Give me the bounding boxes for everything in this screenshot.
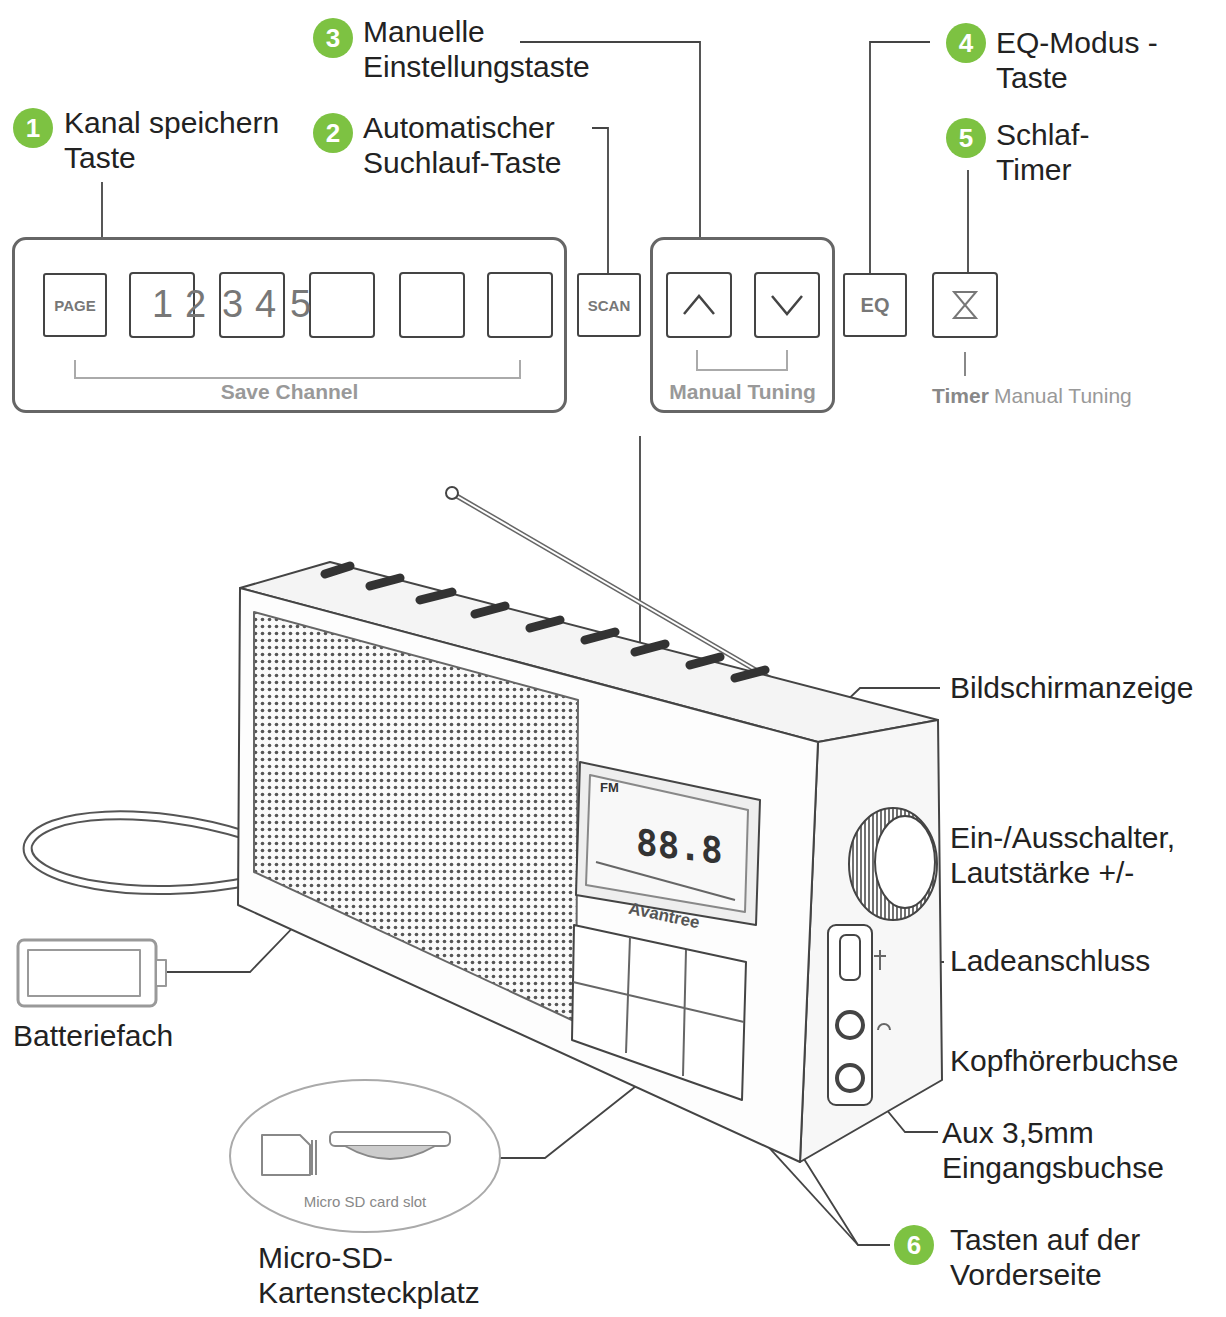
part-label: Batteriefach [13,1018,173,1053]
channel-number: 2 [185,284,206,324]
part-label: Micro-SD- Kartensteckplatz [258,1240,528,1310]
panel-label: Micro SD card slot [230,1193,500,1210]
button-caption: Timer [932,384,989,408]
part-label: Aux 3,5mm Eingangsbuchse [942,1115,1204,1185]
button-label: SCAN [588,297,631,314]
channel-number: 3 [222,284,243,324]
callout-number: 3 [313,18,353,58]
part-label: Ein-/Ausschalter, Lautstärke +/- [950,820,1220,890]
part-label: Manuelle Einstellungstaste [363,14,663,84]
channel-number: 1 [152,284,173,324]
callout-number: 1 [13,108,53,148]
callout-number: 5 [946,118,986,158]
channel-number: 5 [290,284,311,324]
callout-number: 4 [946,23,986,63]
panel-label: Manual Tuning [653,380,832,404]
part-label: Tasten auf der Vorderseite [950,1222,1190,1292]
channel-number: 4 [255,284,276,324]
part-label: Ladeanschluss [950,943,1150,978]
display-band: FM [600,780,619,795]
manual-tuning-panel: Manual Tuning [650,237,835,413]
part-label: Kanal speichern Taste [64,105,314,175]
save-channel-panel: Save Channel PAGE [12,237,567,413]
button-label: PAGE [54,297,95,314]
callout-number: 6 [894,1225,934,1265]
scan-button: SCAN [577,273,641,337]
part-label: Bildschirmanzeige [950,670,1193,705]
sd-slot-callout: Micro SD card slot [230,1080,500,1232]
part-label: Kopfhörerbuchse [950,1043,1179,1078]
eq-button: EQ [843,273,907,337]
panel-label: Save Channel [15,380,564,404]
page-button: PAGE [43,273,107,337]
part-label: EQ-Modus -Taste [996,25,1171,95]
button-caption: Manual Tuning [994,384,1132,408]
part-label: Schlaf- Timer [996,117,1126,187]
part-label: Automatischer Suchlauf-Taste [363,110,613,180]
button-label: EQ [861,294,890,317]
callout-number: 2 [313,113,353,153]
